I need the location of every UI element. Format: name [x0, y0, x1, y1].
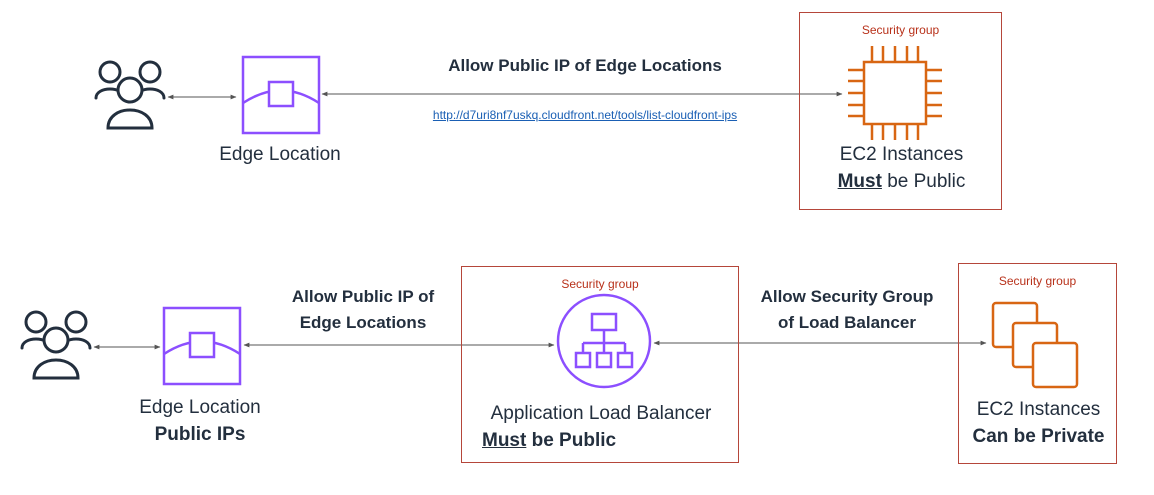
edge-location-caption: Edge Location Public IPs — [100, 394, 300, 448]
load-balancer-icon — [556, 293, 652, 389]
edge-title: Edge Location — [139, 397, 261, 418]
ec2-caption: EC2 Instances Can be Private — [959, 396, 1118, 450]
ec2-title: EC2 Instances — [839, 144, 964, 165]
edge-location-icon — [162, 306, 242, 386]
rule1-line2: Edge Locations — [299, 313, 427, 332]
ec2-instances-icon — [991, 301, 1079, 389]
users-icon — [20, 310, 92, 380]
must-word: Must — [482, 430, 527, 451]
edge-location-icon — [241, 55, 321, 135]
must-word: Must — [837, 171, 882, 192]
rule-allow-public-ip-edge: Allow Public IP of Edge Locations — [258, 284, 468, 336]
cloudfront-ips-link[interactable]: http://d7uri8nf7uskq.cloudfront.net/tool… — [432, 108, 738, 122]
alb-must-line: Must be Public — [462, 427, 740, 454]
security-group-label: Security group — [998, 274, 1077, 288]
ec2-instance-icon — [848, 46, 942, 140]
alb-caption: Application Load Balancer Must be Public — [462, 400, 740, 454]
alb-title: Application Load Balancer — [490, 403, 712, 424]
alb-security-group-box: Security group Application Load Balancer… — [461, 266, 739, 463]
rule-allow-security-group: Allow Security Group of Load Balancer — [740, 284, 954, 336]
rule2-line2: of Load Balancer — [778, 313, 916, 332]
ec2-title: EC2 Instances — [976, 399, 1101, 420]
public-ips-text: Public IPs — [154, 424, 246, 445]
be-public-text: be Public — [881, 171, 966, 192]
can-be-private-text: Can be Private — [972, 426, 1105, 447]
ec2-security-group-box: Security group EC2 Instances Can be Priv… — [958, 263, 1117, 464]
edge-location-caption: Edge Location — [219, 144, 341, 165]
rule2-line1: Allow Security Group — [760, 287, 934, 306]
security-group-label: Security group — [561, 277, 639, 291]
be-public-text: be Public — [526, 430, 617, 451]
ec2-caption: EC2 Instances Must be Public — [800, 141, 1003, 195]
ec2-must-line: Must be Public — [800, 168, 1003, 195]
security-group-box: Security group EC2 Instances Must be Pub… — [799, 12, 1002, 210]
users-icon — [94, 60, 166, 130]
rule-allow-public-ip: Allow Public IP of Edge Locations — [448, 56, 722, 75]
rule1-line1: Allow Public IP of — [291, 287, 435, 306]
security-group-label: Security group — [861, 23, 940, 37]
